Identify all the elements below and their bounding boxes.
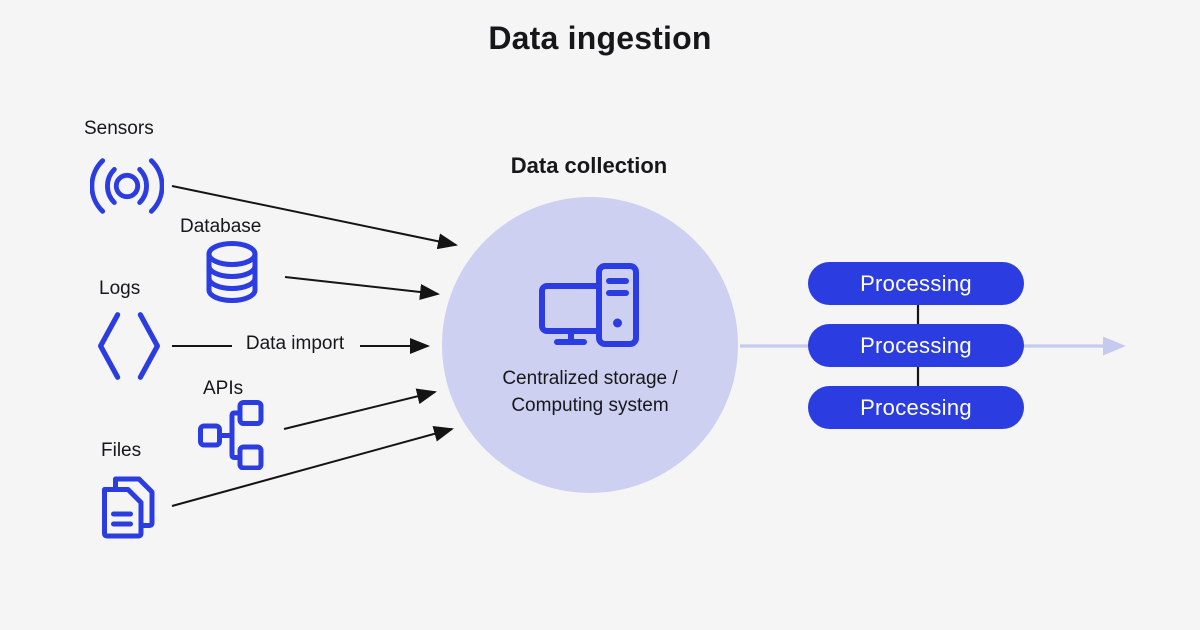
source-label-files: Files bbox=[101, 440, 142, 461]
processing-node-1-label: Processing bbox=[860, 270, 972, 296]
arrow-files-to-hub bbox=[171, 426, 454, 507]
source-label-sensors: Sensors bbox=[84, 118, 154, 139]
sensor-signal-icon bbox=[90, 154, 164, 218]
files-icon bbox=[97, 472, 159, 540]
data-collection-heading: Data collection bbox=[510, 153, 668, 178]
hub-caption-line2: Computing system bbox=[511, 395, 669, 416]
data-collection-circle bbox=[442, 197, 738, 493]
arrow-apis-to-hub bbox=[283, 388, 437, 430]
processing-node-2-label: Processing bbox=[860, 332, 972, 358]
source-label-logs: Logs bbox=[99, 278, 141, 299]
processing-node-1: Processing bbox=[808, 262, 1024, 305]
hub-caption-line1: Centralized storage / bbox=[502, 368, 678, 389]
page-title: Data ingestion bbox=[488, 20, 712, 56]
arrow-sensors-to-hub bbox=[171, 185, 458, 250]
source-label-apis: APIs bbox=[203, 378, 244, 399]
api-tree-icon bbox=[196, 398, 270, 470]
database-icon bbox=[204, 240, 260, 306]
source-label-database: Database bbox=[180, 216, 262, 237]
processing-node-3: Processing bbox=[808, 386, 1024, 429]
data-import-label: Data import bbox=[245, 333, 345, 354]
arrow-database-to-hub bbox=[284, 276, 440, 300]
processing-node-2: Processing bbox=[808, 324, 1024, 367]
code-brackets-icon bbox=[93, 310, 165, 382]
computer-icon bbox=[538, 261, 642, 349]
processing-node-3-label: Processing bbox=[860, 394, 972, 420]
